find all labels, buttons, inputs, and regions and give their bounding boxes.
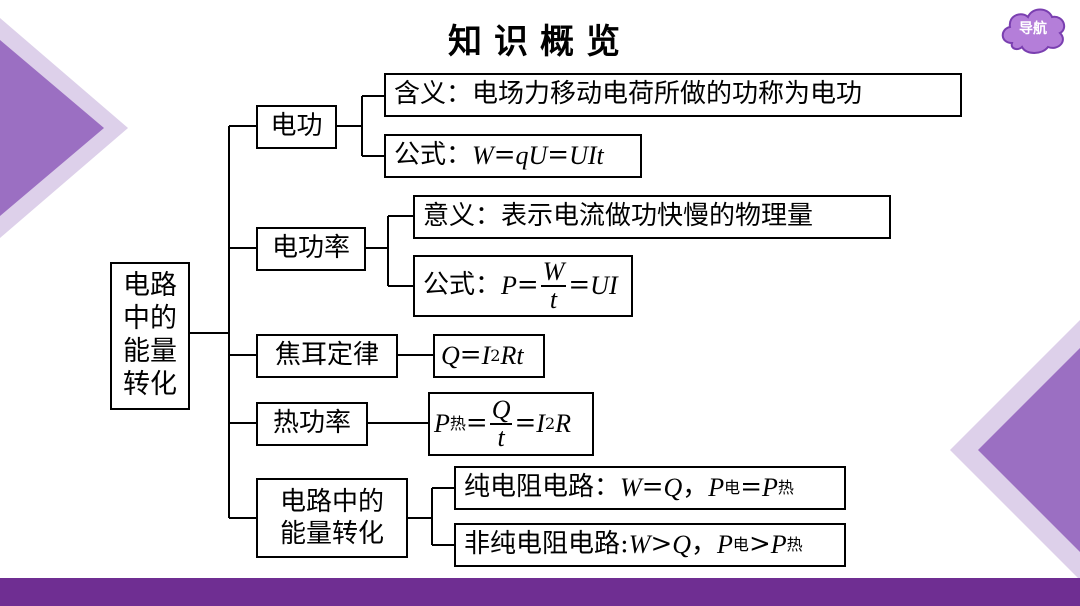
branch-label: 电功率 <box>271 233 350 264</box>
formula-op: > <box>748 529 771 560</box>
nav-label: 导航 <box>1019 21 1047 37</box>
formula-sep: ， <box>691 529 718 560</box>
formula-op: = <box>568 270 591 301</box>
formula-var: P <box>434 409 450 439</box>
formula-var: P <box>770 530 787 560</box>
item-text: 电场力移动电荷所做的功称为电功 <box>472 79 863 110</box>
branch-heat-power: 热功率 <box>256 402 368 446</box>
formula-exponent: 2 <box>490 345 501 365</box>
nav-button[interactable]: 导航 <box>998 3 1068 57</box>
formula-op: = <box>459 340 482 371</box>
formula-var: I <box>536 409 545 439</box>
formula-var: P <box>761 473 778 503</box>
root-label: 电路中的能量转化 <box>123 270 177 400</box>
formula-var: P <box>708 473 725 503</box>
formula-op: = <box>740 472 762 503</box>
item-prefix: 非纯电阻电路: <box>464 529 629 560</box>
formula-subscript: 电 <box>732 534 749 554</box>
page-title: 知识概览 <box>448 22 632 62</box>
branch-electric-power: 电功率 <box>256 227 366 271</box>
formula-var: W <box>628 530 651 560</box>
formula-sep: ， <box>682 472 709 503</box>
item-prefix: 公式： <box>423 270 502 301</box>
formula-var: Rt <box>500 341 524 371</box>
formula-exponent: 2 <box>544 413 556 433</box>
formula-op: = <box>641 472 664 503</box>
formula-var: R <box>555 409 572 439</box>
fraction-denominator: t <box>549 285 558 314</box>
item-prefix: 含义： <box>394 79 473 110</box>
formula-var: Q <box>663 473 683 503</box>
electric-power-meaning: 意义：表示电流做功快慢的物理量 <box>413 195 891 239</box>
formula-op: = <box>516 270 539 301</box>
item-prefix: 公式： <box>394 140 473 171</box>
formula-var: qU <box>515 141 548 171</box>
formula-op: = <box>514 408 537 439</box>
formula-var: W <box>620 473 642 503</box>
root-node: 电路中的能量转化 <box>110 262 190 410</box>
item-prefix: 意义： <box>423 201 502 232</box>
formula-var: I <box>481 341 491 371</box>
electric-work-meaning: 含义：电场力移动电荷所做的功称为电功 <box>384 73 962 117</box>
bottom-bar <box>0 578 1080 606</box>
formula-var: P <box>501 271 517 301</box>
fraction-denominator: t <box>497 423 505 452</box>
left-triangle-inner <box>0 40 104 216</box>
formula-var: Q <box>672 530 692 560</box>
formula-var: UI <box>590 271 618 301</box>
formula-op: = <box>465 408 488 439</box>
formula-var: Q <box>441 341 460 371</box>
formula-op: = <box>493 140 516 171</box>
right-triangle-inner <box>978 348 1080 552</box>
branch-label: 热功率 <box>272 408 351 439</box>
formula-subscript: 热 <box>786 534 803 554</box>
branch-label: 焦耳定律 <box>274 340 379 371</box>
fraction-numerator: W <box>540 257 567 287</box>
formula-op: = <box>547 140 570 171</box>
branch-energy-conversion: 电路中的能量转化 <box>256 478 408 558</box>
formula-subscript: 热 <box>777 477 794 497</box>
branch-joule-law: 焦耳定律 <box>256 334 398 378</box>
formula-var: P <box>717 530 733 560</box>
item-prefix: 纯电阻电路： <box>464 472 621 503</box>
formula-var: W <box>472 141 494 171</box>
branch-electric-work: 电功 <box>256 105 337 149</box>
branch-label: 电路中的能量转化 <box>279 486 384 550</box>
formula-op: > <box>650 529 673 560</box>
branch-label: 电功 <box>270 111 323 142</box>
cloud-icon <box>1001 8 1066 54</box>
formula-subscript: 电 <box>724 477 741 497</box>
item-text: 表示电流做功快慢的物理量 <box>501 201 814 232</box>
electric-work-formula: 公式： W=qU=UIt <box>384 134 642 178</box>
formula-subscript: 热 <box>449 413 466 433</box>
fraction-numerator: Q <box>489 395 513 425</box>
formula-var: UIt <box>569 141 604 171</box>
